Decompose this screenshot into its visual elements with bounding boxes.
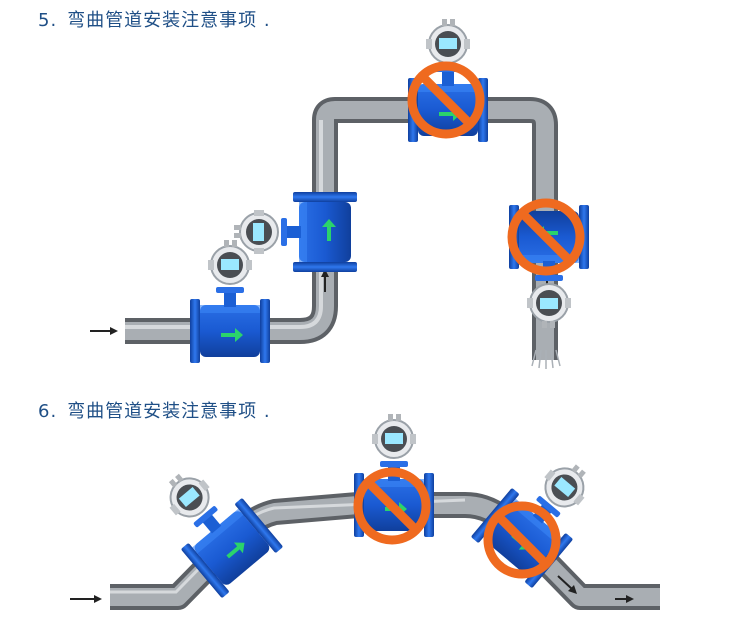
electromagnetic-flowmeter-icon: [233, 191, 358, 273]
flow-direction-arrow-icon: [90, 327, 118, 335]
flow-direction-arrow-icon: [557, 575, 577, 594]
section-6-title: 弯曲管道安装注意事项 .: [67, 401, 271, 422]
electromagnetic-flowmeter-icon: [141, 451, 285, 600]
flow-direction-arrow-icon: [321, 269, 329, 292]
section-5-heading: 5. 弯曲管道安装注意事项 .: [38, 6, 271, 32]
flow-direction-arrow-icon: [70, 595, 102, 603]
section-6-heading: 6. 弯曲管道安装注意事项 .: [38, 397, 271, 423]
section-5-diagram: [90, 18, 590, 369]
section-5-number: 5.: [38, 10, 58, 31]
section-6-number: 6.: [38, 401, 58, 422]
water-outlet-spray: [531, 349, 561, 369]
flow-direction-arrow-icon: [615, 595, 634, 603]
section-6-diagram: [70, 413, 660, 610]
electromagnetic-flowmeter-icon: [189, 239, 271, 364]
section-5-title: 弯曲管道安装注意事项 .: [67, 10, 271, 31]
